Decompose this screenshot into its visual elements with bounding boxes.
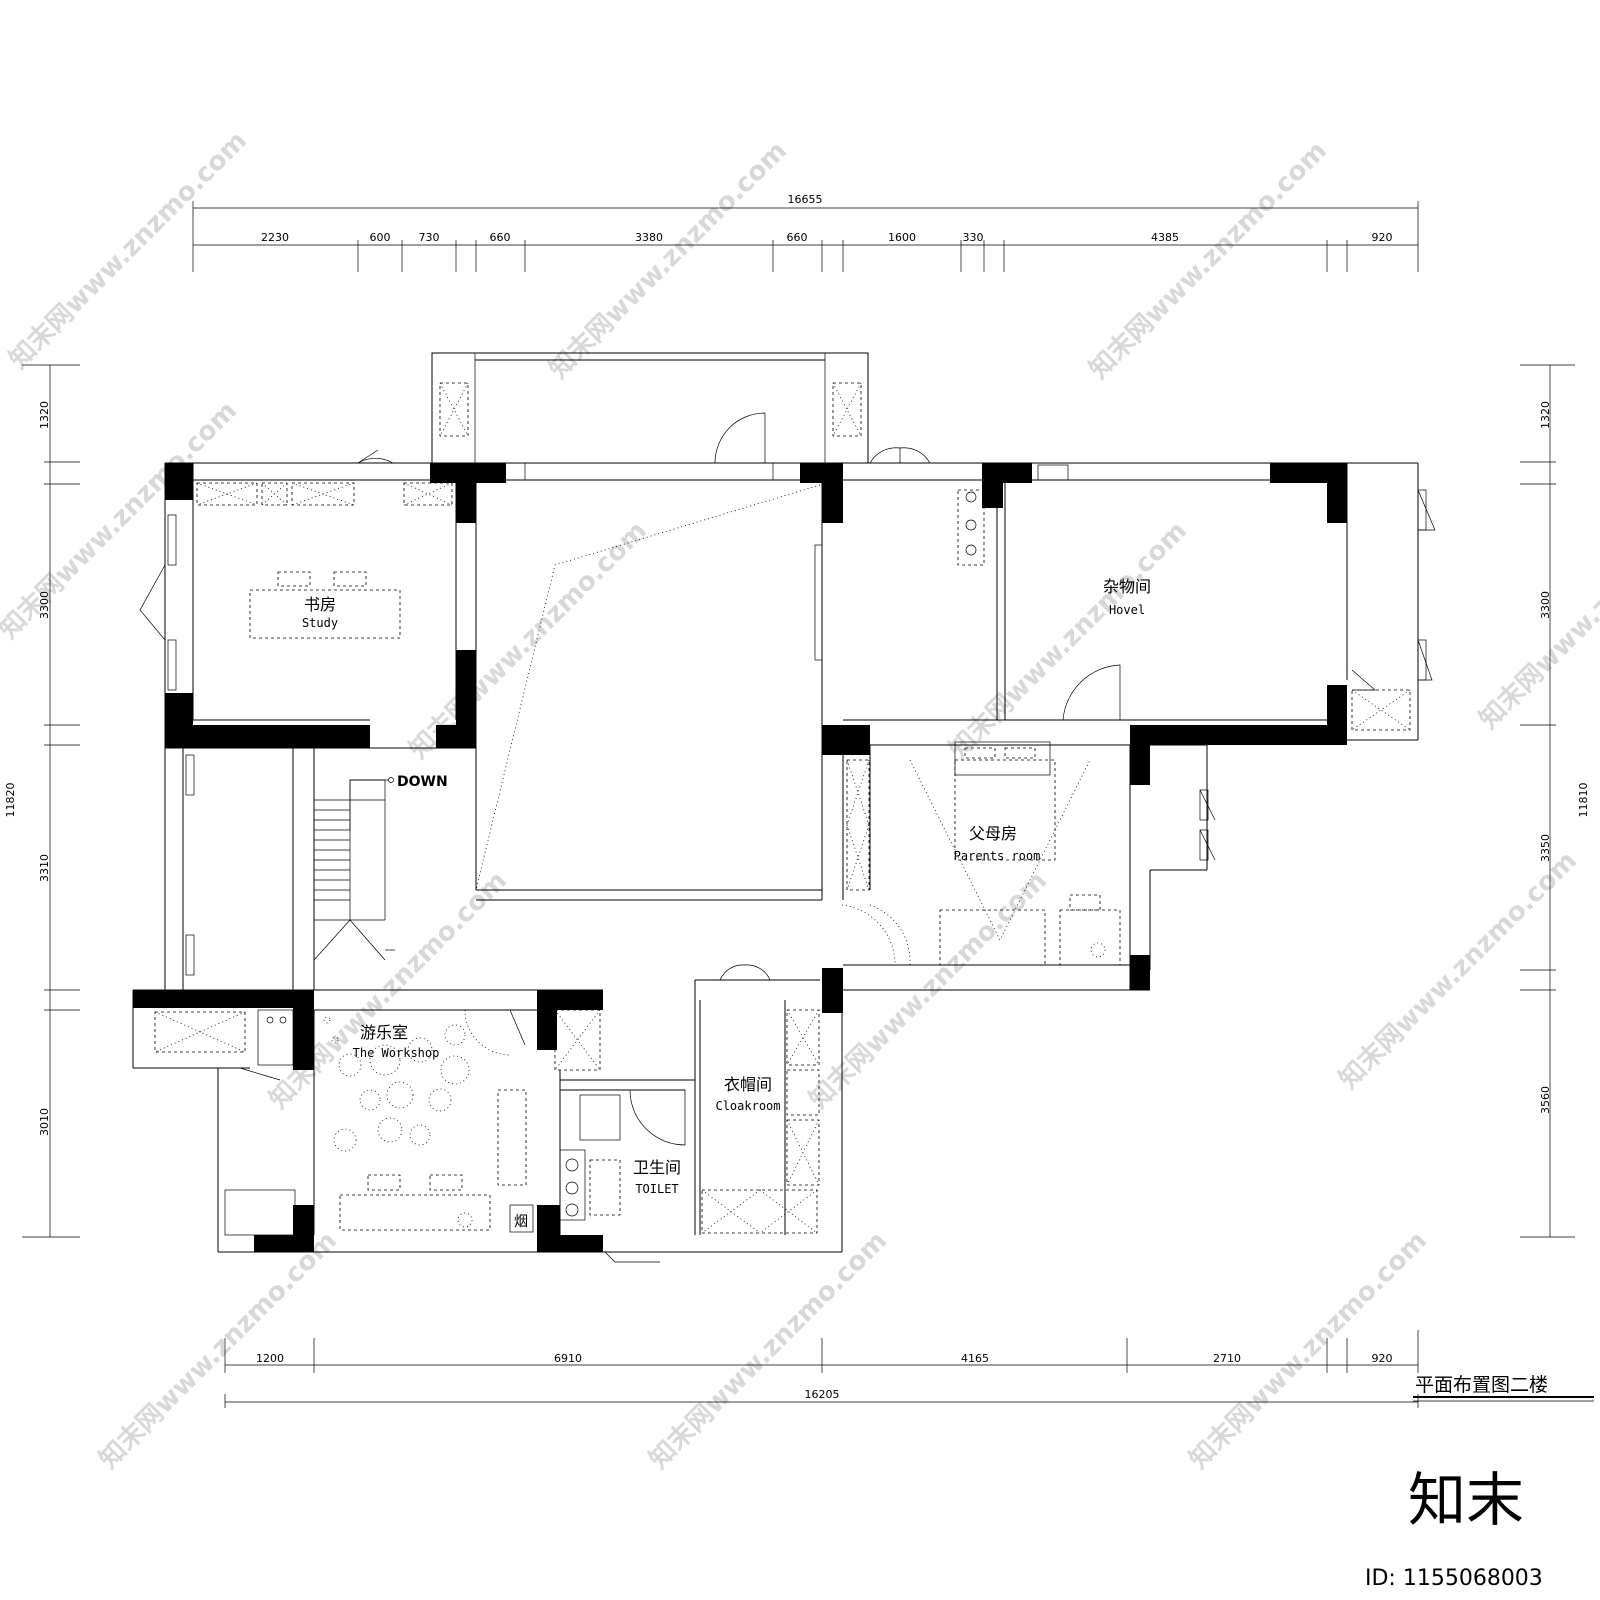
dimension-label: 1600: [888, 231, 916, 244]
room-labels: 书房 Study 杂物间 Hovel 父母房 Parents room 游乐室 …: [302, 577, 1151, 1196]
dimension-label: 920: [1372, 231, 1393, 244]
left-dimension-chain: 11820 1320 3300 3310 3010: [4, 364, 80, 1238]
dimension-label: 11820: [4, 783, 17, 818]
dimension-label: 1320: [38, 401, 51, 429]
right-dimension-chain: 11810 1320 3300 3350 3560: [1520, 364, 1590, 1238]
title-block: 平面布置图二楼: [1413, 1374, 1594, 1402]
dimension-label: 4385: [1151, 231, 1179, 244]
dimension-label: 3300: [38, 591, 51, 619]
watermark-text: 知末网www.znzmo.com: [1084, 136, 1333, 385]
dimension-label: 11810: [1577, 783, 1590, 818]
watermark-text: 知末网www.znzmo.com: [1184, 1226, 1433, 1475]
flue-label: 烟: [514, 1214, 528, 1230]
dimension-label: 16205: [805, 1388, 840, 1401]
dimension-label: 330: [963, 231, 984, 244]
structural-columns: [133, 463, 1347, 1252]
image-id-label: ID: 1155068003: [1365, 1566, 1543, 1591]
dimension-label: 660: [787, 231, 808, 244]
dimension-label: 3300: [1539, 591, 1552, 619]
room-name-study-en: Study: [302, 616, 338, 630]
watermark-text: 知末网www.znzmo.com: [1334, 846, 1583, 1095]
watermark-text: 知末网www.znzmo.com: [94, 1226, 343, 1475]
bottom-dimension-chain: 1200 6910 4165 2710 920 16205: [224, 1330, 1419, 1408]
room-name-toilet: 卫生间: [633, 1158, 681, 1177]
walls: DOWN: [132, 352, 1436, 1263]
room-name-hovel-en: Hovel: [1109, 603, 1145, 617]
watermark-text: 知末网www.znzmo.com: [1474, 486, 1600, 735]
dimension-label: 3010: [38, 1108, 51, 1136]
watermark-text: 知末网www.znzmo.com: [0, 396, 243, 645]
room-name-cloakroom-en: Cloakroom: [715, 1099, 780, 1113]
top-dimension-chain: 16655 2230 600 730 660 3380 660 1600 330…: [192, 193, 1419, 272]
room-name-hovel: 杂物间: [1103, 577, 1151, 596]
brand-logo-text: 知末: [1408, 1466, 1524, 1534]
dimension-label: 1320: [1539, 401, 1552, 429]
watermark-text: 知末网www.znzmo.com: [4, 126, 253, 375]
drawing-title: 平面布置图二楼: [1415, 1374, 1548, 1396]
dimension-label: 730: [419, 231, 440, 244]
dimension-label: 3310: [38, 854, 51, 882]
dimension-label: 2230: [261, 231, 289, 244]
staircase: [313, 777, 395, 961]
dimension-label: 16655: [788, 193, 823, 206]
room-name-parents: 父母房: [969, 824, 1017, 843]
dimension-label: 1200: [256, 1352, 284, 1365]
dimension-label: 660: [490, 231, 511, 244]
dimension-label: 6910: [554, 1352, 582, 1365]
room-name-parents-en: Parents room: [954, 849, 1041, 863]
room-name-workshop: 游乐室: [360, 1023, 408, 1042]
brand-logo: 知末 ID: 1155068003: [1365, 1466, 1543, 1591]
dimension-label: 920: [1372, 1352, 1393, 1365]
dimension-label: 3380: [635, 231, 663, 244]
watermark-text: 知末网www.znzmo.com: [644, 1226, 893, 1475]
room-name-study: 书房: [304, 595, 336, 614]
room-name-cloakroom: 衣帽间: [724, 1075, 772, 1094]
dimension-label: 3560: [1539, 1086, 1552, 1114]
dimension-label: 600: [370, 231, 391, 244]
stair-down-label: DOWN: [397, 774, 448, 790]
dimension-label: 2710: [1213, 1352, 1241, 1365]
room-name-workshop-en: The Workshop: [353, 1046, 440, 1060]
dimension-label: 4165: [961, 1352, 989, 1365]
dimension-label: 3350: [1539, 834, 1552, 862]
watermark-layer: 知末网www.znzmo.com 知末网www.znzmo.com 知末网www…: [0, 126, 1600, 1475]
room-name-toilet-en: TOILET: [635, 1182, 678, 1196]
watermark-text: 知末网www.znzmo.com: [544, 136, 793, 385]
